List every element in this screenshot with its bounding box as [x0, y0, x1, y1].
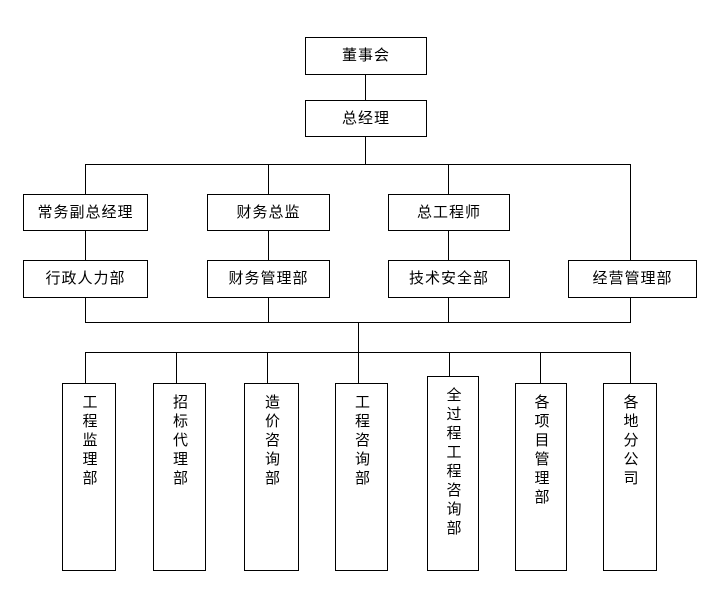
- node-cost-consulting-dept[interactable]: 造价咨询部: [244, 383, 299, 571]
- node-engineering-supervision-dept[interactable]: 工程监理部: [62, 383, 116, 571]
- drop-to-cost-consulting-dept: [267, 352, 268, 383]
- node-general-manager[interactable]: 总经理: [305, 100, 427, 137]
- node-executive-deputy-gm-label: 常务副总经理: [37, 202, 134, 221]
- connector-gm-to-bus: [365, 136, 366, 164]
- node-cfo[interactable]: 财务总监: [207, 194, 330, 231]
- node-tech-safety-dept-label: 技术安全部: [408, 269, 489, 288]
- drop-finance-to-merge: [268, 298, 269, 322]
- connector-board-to-gm: [365, 75, 366, 100]
- drop-to-chief-engineer: [448, 164, 449, 194]
- bus-level2: [85, 164, 630, 165]
- node-whole-process-consulting-dept[interactable]: 全过程工程咨询部: [427, 376, 479, 571]
- drop-to-operations-mgmt-dept: [630, 164, 631, 260]
- node-finance-mgmt-dept-label: 财务管理部: [228, 269, 309, 288]
- node-admin-hr-dept[interactable]: 行政人力部: [23, 260, 148, 298]
- node-whole-process-consulting-dept-label: 全过程工程咨询部: [444, 387, 463, 539]
- node-bidding-agency-dept[interactable]: 招标代理部: [153, 383, 206, 571]
- node-chief-engineer[interactable]: 总工程师: [388, 194, 510, 231]
- node-regional-branches[interactable]: 各地分公司: [603, 383, 657, 571]
- node-cfo-label: 财务总监: [236, 202, 301, 221]
- node-general-manager-label: 总经理: [341, 108, 390, 127]
- node-board[interactable]: 董事会: [305, 37, 427, 75]
- node-engineering-consulting-dept-label: 工程咨询部: [353, 394, 371, 489]
- node-operations-mgmt-dept[interactable]: 经营管理部: [568, 260, 697, 298]
- connector-engineer-to-tech-safety: [448, 230, 449, 260]
- node-cost-consulting-dept-label: 造价咨询部: [263, 394, 281, 489]
- drop-to-regional-branches: [630, 352, 631, 383]
- node-finance-mgmt-dept[interactable]: 财务管理部: [207, 260, 330, 298]
- node-admin-hr-dept-label: 行政人力部: [45, 269, 126, 288]
- node-engineering-consulting-dept[interactable]: 工程咨询部: [335, 383, 388, 571]
- node-chief-engineer-label: 总工程师: [416, 202, 481, 221]
- connector-cfo-to-finance: [268, 230, 269, 260]
- drop-to-engineering-supervision-dept: [85, 352, 86, 383]
- drop-to-bidding-agency-dept: [176, 352, 177, 383]
- drop-to-cfo: [268, 164, 269, 194]
- node-operations-mgmt-dept-label: 经营管理部: [592, 269, 673, 288]
- node-board-label: 董事会: [341, 46, 390, 65]
- node-tech-safety-dept[interactable]: 技术安全部: [388, 260, 510, 298]
- connector-deputy-to-admin-hr: [85, 230, 86, 260]
- drop-operations-to-merge: [630, 298, 631, 322]
- drop-admin-hr-to-merge: [85, 298, 86, 322]
- drop-to-executive-deputy-gm: [85, 164, 86, 194]
- node-regional-branches-label: 各地分公司: [621, 394, 640, 489]
- node-project-mgmt-dept-label: 各项目管理部: [532, 394, 551, 508]
- drop-to-whole-process-consulting-dept: [449, 352, 450, 383]
- drop-tech-safety-to-merge: [448, 298, 449, 322]
- drop-to-project-mgmt-dept: [540, 352, 541, 383]
- node-engineering-supervision-dept-label: 工程监理部: [80, 394, 99, 489]
- connector-merge-to-bottom-bus: [358, 322, 359, 352]
- node-project-mgmt-dept[interactable]: 各项目管理部: [515, 383, 567, 571]
- node-bidding-agency-dept-label: 招标代理部: [171, 394, 189, 489]
- drop-to-engineering-consulting-dept: [358, 352, 359, 383]
- node-executive-deputy-gm[interactable]: 常务副总经理: [23, 194, 148, 231]
